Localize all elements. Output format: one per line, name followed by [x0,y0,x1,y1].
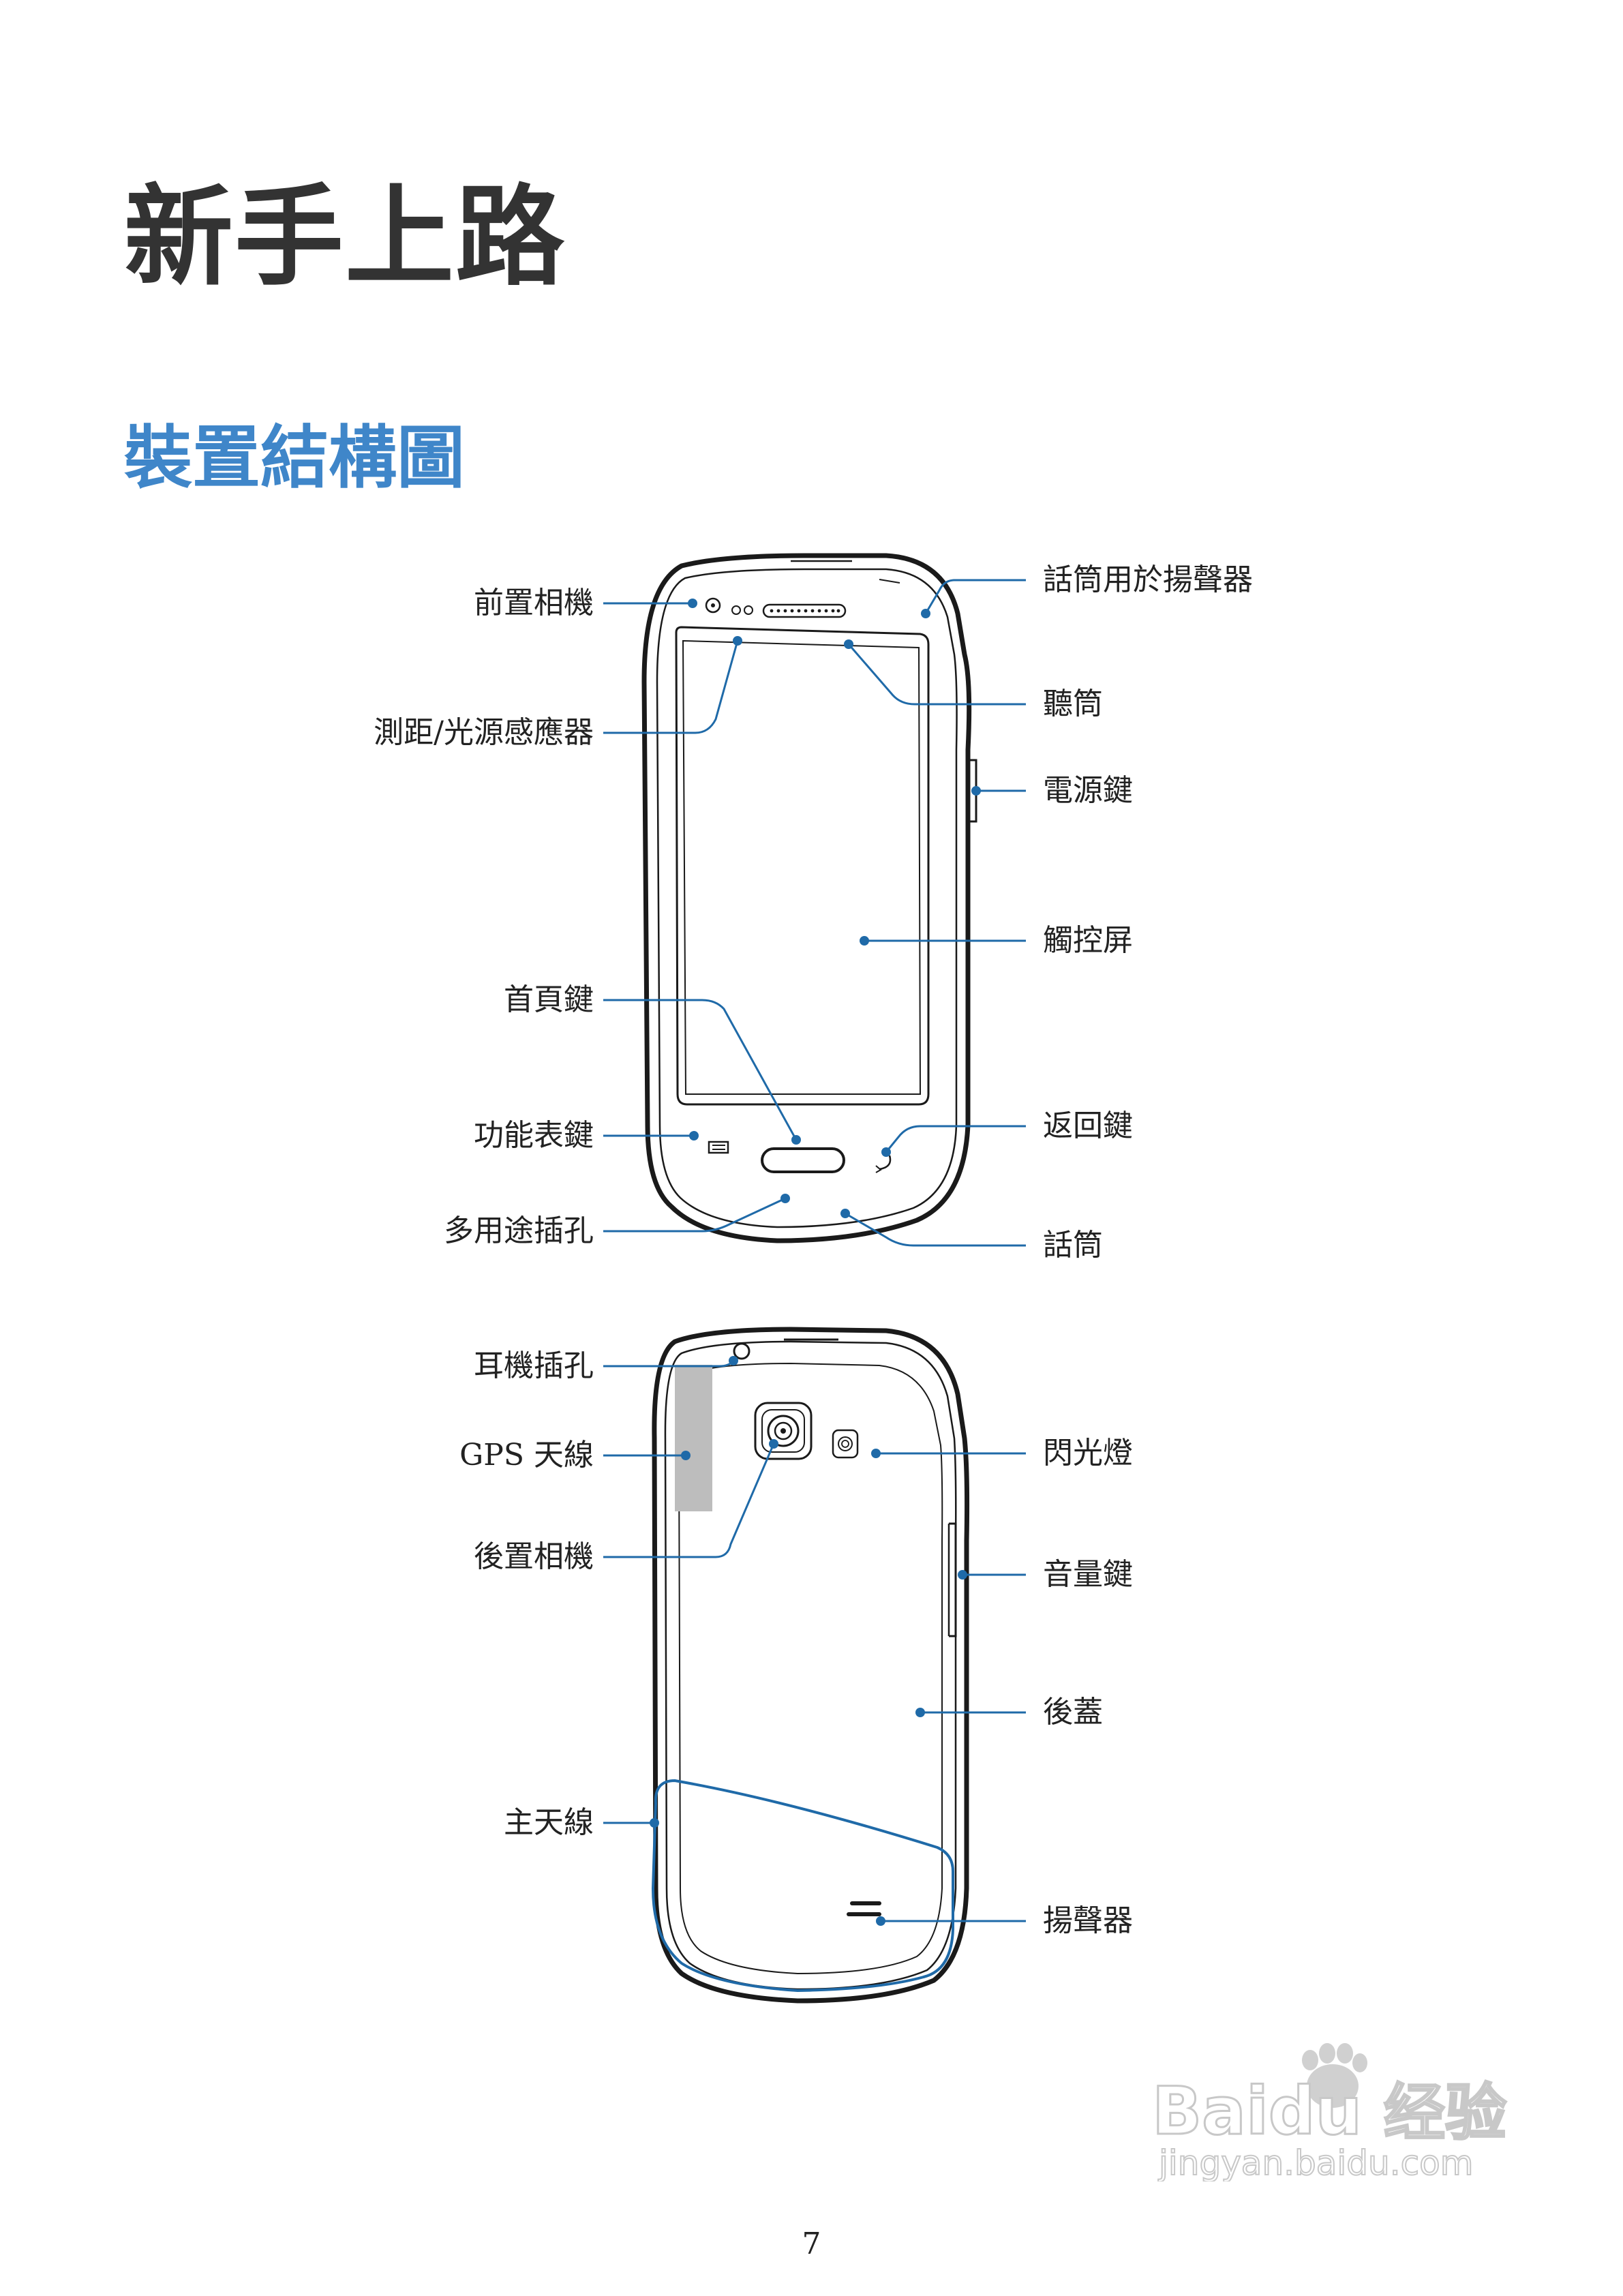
watermark-product: 经验 [1384,2077,1506,2149]
label-main-antenna: 主天線 [504,1805,594,1840]
label-speakerphone-mic: 話筒用於揚聲器 [1043,562,1253,597]
back-phone-illustration [652,1327,970,2004]
label-proximity-sensor: 測距/光源感應器 [374,715,594,750]
label-speaker: 揚聲器 [1043,1903,1133,1938]
label-headset-jack: 耳機插孔 [474,1348,594,1383]
watermark-url: jingyan.baidu.com [1158,2143,1473,2181]
leader-lines [603,579,1026,1922]
label-home-key: 首頁鍵 [504,982,594,1017]
page-number: 7 [802,2226,821,2261]
label-gps-antenna: GPS 天線 [459,1438,594,1472]
baidu-watermark: Baidu 经验 jingyan.baidu.com [1152,2043,1508,2181]
main-antenna-outline [651,1779,954,1993]
label-multipurpose-jack: 多用途插孔 [444,1213,594,1248]
section-title: 裝置結構圖 [124,418,465,498]
label-microphone: 話筒 [1043,1228,1103,1263]
front-phone-illustration [641,553,977,1243]
chapter-title: 新手上路 [124,173,566,301]
label-front-camera: 前置相機 [474,586,594,620]
label-back-cover: 後蓋 [1043,1695,1103,1729]
watermark-brand: Baidu [1152,2073,1362,2149]
label-volume-key: 音量鍵 [1043,1557,1133,1592]
label-flash: 閃光燈 [1043,1436,1133,1470]
label-earpiece: 聽筒 [1043,686,1103,721]
label-back-key: 返回鍵 [1043,1108,1133,1143]
label-rear-camera: 後置相機 [474,1539,594,1574]
label-menu-key: 功能表鍵 [474,1118,594,1153]
label-power-key: 電源鍵 [1043,773,1133,808]
leader-dots [650,599,981,1926]
paw-icon [1302,2043,1367,2108]
label-touch-screen: 觸控屏 [1043,923,1133,958]
